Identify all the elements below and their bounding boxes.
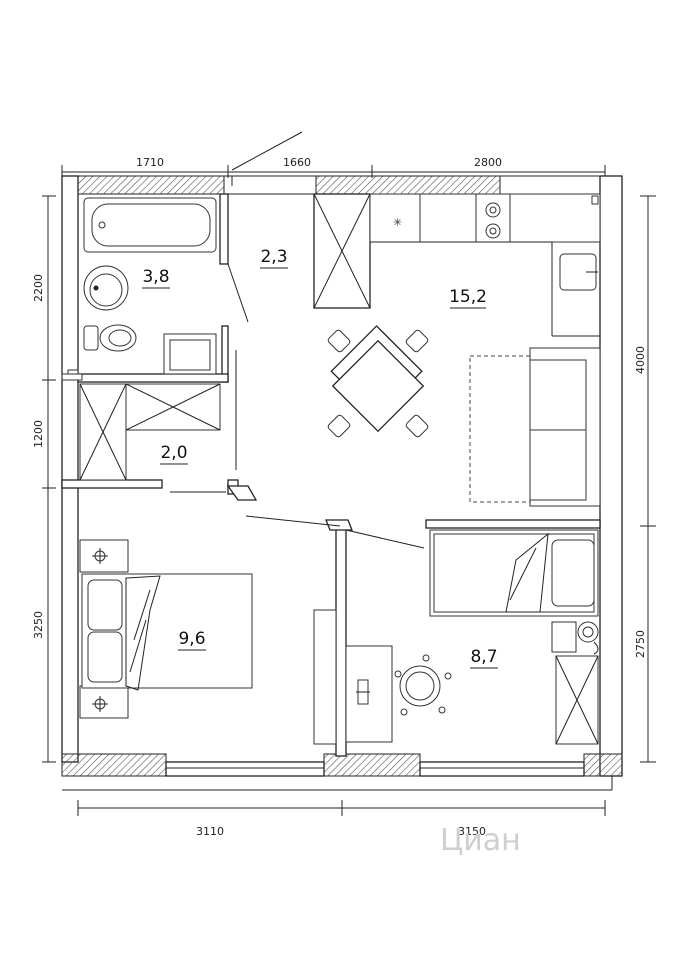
room-area-bathroom: 3,8 [142,267,169,287]
dining-table [327,325,429,438]
dim-left-2: 1200 [32,420,45,448]
bathroom-fixtures [61,197,217,381]
dim-top-3: 2800 [474,156,502,169]
sofa [469,347,601,507]
dim-top-2: 1660 [283,156,311,169]
dim-left-1: 2200 [32,274,45,302]
room-area-storage: 2,0 [160,443,187,463]
room-area-hall: 2,3 [260,247,287,267]
kitchen-fixtures: ✳ [369,193,601,337]
dimension-lines [42,165,656,816]
door-swings [170,131,425,549]
storage-wardrobes [79,383,221,481]
room-area-bedroom: 9,6 [178,629,205,649]
bedroom-furniture [79,539,337,745]
room-area-kids-room: 8,7 [470,647,497,667]
toilet [83,325,99,351]
interior-walls [61,193,601,757]
dim-bottom-2: 3150 [458,825,486,838]
dim-top-1: 1710 [136,156,164,169]
dim-bottom-1: 3110 [196,825,224,838]
svg-text:✳: ✳ [393,216,402,229]
dim-left-3: 3250 [32,611,45,639]
room-area-kitchen-living: 15,2 [449,287,487,307]
dim-right-1: 4000 [634,346,647,374]
watermark: Циан [440,823,521,858]
kids-room-furniture [345,529,599,745]
dim-right-2: 2750 [634,630,647,658]
exterior-walls [61,175,623,791]
